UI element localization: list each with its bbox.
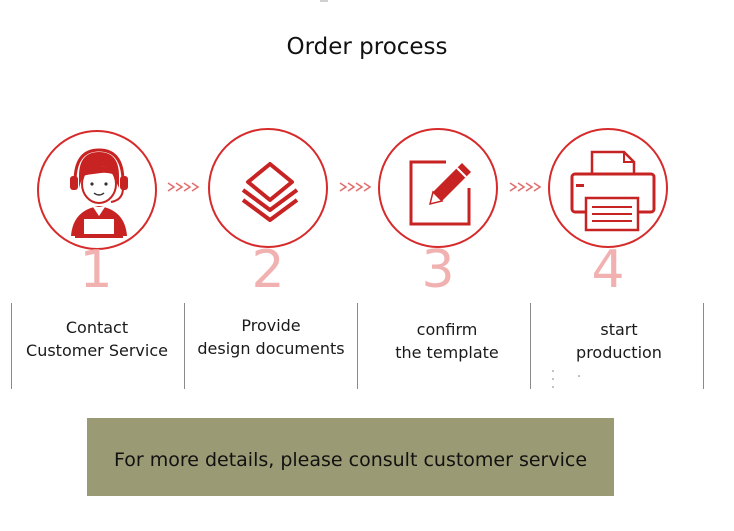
page-title: Order process xyxy=(286,34,448,60)
step-4-label: start production xyxy=(532,318,706,364)
step-2-label-line1: Provide xyxy=(241,316,301,335)
step-3-label: confirm the template xyxy=(360,318,534,364)
step-4-circle xyxy=(548,128,668,248)
arrow-icon-2 xyxy=(339,182,372,192)
footer-text: For more details, please consult custome… xyxy=(113,449,588,471)
step-4-number: 4 xyxy=(591,240,625,300)
top-edge-mark xyxy=(320,0,328,2)
step-1-number: 1 xyxy=(79,240,113,300)
step-3-label-line2: the template xyxy=(395,343,499,362)
divider xyxy=(530,303,531,389)
customer-service-icon xyxy=(70,148,128,238)
step-4-label-line1: start xyxy=(600,320,638,339)
step-2-circle xyxy=(208,128,328,248)
step-1-label-line1: Contact xyxy=(65,318,129,337)
layers-icon xyxy=(241,162,299,222)
decorative-dots xyxy=(552,370,580,388)
edit-icon xyxy=(409,160,471,226)
step-1-label-line2: Customer Service xyxy=(26,341,168,360)
step-1-label: Contact Customer Service xyxy=(10,316,184,362)
divider xyxy=(357,303,358,389)
step-3-label-line1: confirm xyxy=(416,320,478,339)
step-4-label-line2: production xyxy=(576,343,662,362)
step-1-circle xyxy=(37,130,157,250)
footer-banner: For more details, please consult custome… xyxy=(87,418,614,496)
step-3-number: 3 xyxy=(421,240,455,300)
step-2-label-line2: design documents xyxy=(197,339,345,358)
step-3-circle xyxy=(378,128,498,248)
divider xyxy=(184,303,185,389)
step-2-label: Provide design documents xyxy=(184,314,358,360)
step-2-number: 2 xyxy=(251,240,285,300)
divider xyxy=(11,303,12,389)
arrow-icon-1 xyxy=(167,182,200,192)
printer-icon xyxy=(570,150,656,232)
divider xyxy=(703,303,704,389)
arrow-icon-3 xyxy=(509,182,542,192)
